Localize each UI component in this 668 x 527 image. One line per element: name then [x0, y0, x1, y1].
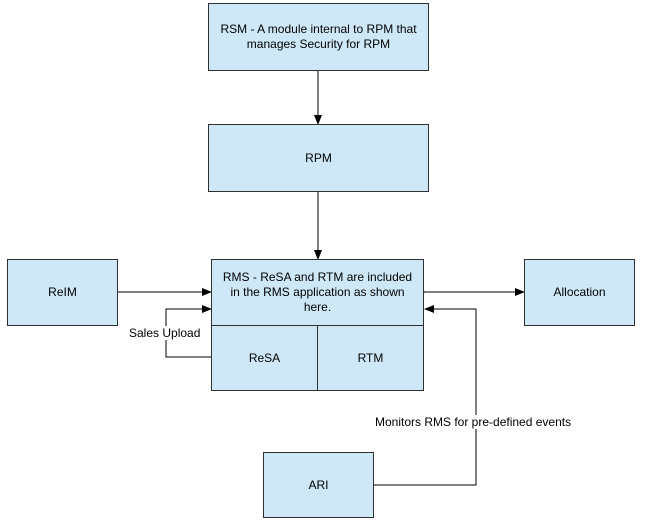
rpm-box-label: RPM — [305, 150, 332, 165]
rtm-box-label: RTM — [357, 350, 384, 365]
resa-box: ReSA — [211, 325, 318, 391]
rtm-box: RTM — [317, 325, 424, 391]
reim-box-label: ReIM — [48, 285, 77, 299]
reim-box: ReIM — [7, 259, 118, 326]
rsm-box: RSM - A module internal to RPM that mana… — [208, 3, 429, 71]
sales-upload-label: Sales Upload — [128, 326, 202, 340]
rsm-box-label: RSM - A module internal to RPM that mana… — [220, 22, 417, 51]
ari-box-label: ARI — [308, 477, 329, 492]
ari-box: ARI — [263, 452, 374, 518]
allocation-box-label: Allocation — [553, 285, 606, 299]
rpm-box: RPM — [208, 124, 429, 192]
monitors-label: Monitors RMS for pre-defined events — [374, 415, 573, 429]
rms-box-label: RMS - ReSA and RTM are included in the R… — [222, 270, 413, 314]
resa-box-label: ReSA — [248, 350, 281, 365]
rms-box: RMS - ReSA and RTM are included in the R… — [211, 259, 424, 326]
ari-monitor-connector — [374, 305, 477, 486]
allocation-box: Allocation — [524, 259, 635, 326]
